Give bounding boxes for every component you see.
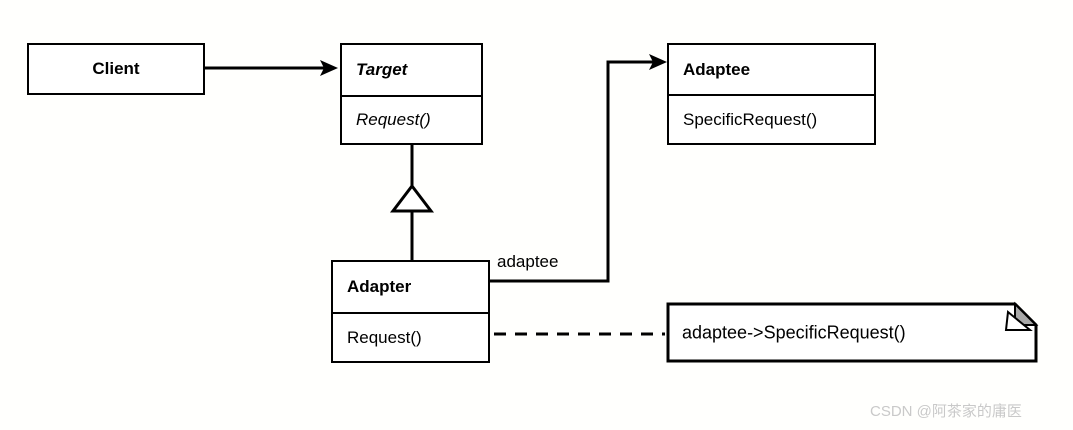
note-text: adaptee->SpecificRequest() xyxy=(682,322,906,342)
association-client-target-arrowhead xyxy=(320,60,338,76)
class-box-target[interactable]: Target Request() xyxy=(340,43,483,145)
note-box-outline xyxy=(666,302,1038,363)
class-name-compartment-adapter: Adapter xyxy=(333,262,488,312)
association-adapter-adaptee-line xyxy=(490,60,661,283)
class-box-client[interactable]: Client xyxy=(27,43,205,95)
class-operations-compartment-adapter: Request() xyxy=(333,312,488,361)
operation-adapter-request: Request() xyxy=(347,327,422,347)
generalization-hollow-triangle-icon xyxy=(389,183,435,213)
class-name-compartment-target: Target xyxy=(342,45,481,95)
class-box-adapter[interactable]: Adapter Request() xyxy=(331,260,490,363)
class-operations-compartment-adaptee: SpecificRequest() xyxy=(669,94,874,143)
note-box[interactable]: adaptee->SpecificRequest() xyxy=(668,304,1036,361)
note-fold-highlight-icon xyxy=(1004,310,1033,331)
association-role-label-adaptee: adaptee xyxy=(497,252,559,271)
class-name-adapter: Adapter xyxy=(347,277,412,296)
class-name-client: Client xyxy=(92,59,140,78)
class-name-target: Target xyxy=(356,60,408,79)
class-name-compartment-client: Client xyxy=(29,45,203,93)
operation-target-request: Request() xyxy=(356,110,431,129)
note-fold-corner-icon xyxy=(1014,301,1039,326)
class-name-adaptee: Adaptee xyxy=(683,59,751,79)
association-adapter-adaptee-arrowhead xyxy=(649,54,667,70)
class-box-adaptee[interactable]: Adaptee SpecificRequest() xyxy=(667,43,876,145)
class-operations-compartment-target: Request() xyxy=(342,95,481,143)
watermark-text: CSDN @阿茶家的庸医 xyxy=(870,403,1022,420)
operation-adaptee-specificrequest: SpecificRequest() xyxy=(683,109,818,129)
class-name-compartment-adaptee: Adaptee xyxy=(669,45,874,94)
